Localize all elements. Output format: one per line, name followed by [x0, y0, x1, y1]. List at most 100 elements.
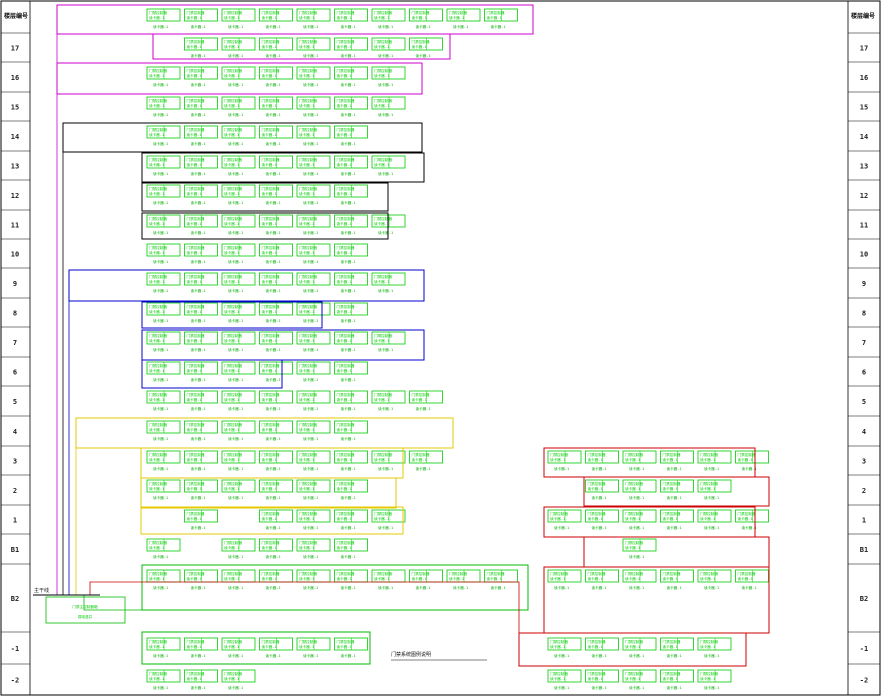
device-box — [371, 509, 406, 523]
device-sub-label: 读卡器-1 — [374, 103, 389, 108]
device-label: 门禁控制器 — [224, 363, 242, 368]
route-box-red — [543, 447, 756, 478]
device-tag: 读卡器-1 — [191, 436, 206, 441]
device-tag: 读卡器-1 — [266, 171, 281, 176]
device-label: 门禁控制器 — [299, 245, 317, 250]
device-tag: 读卡器-1 — [153, 24, 168, 29]
device-box — [334, 184, 368, 198]
device-label: 门禁控制器 — [299, 511, 317, 516]
device-label: 门禁控制器 — [149, 481, 167, 486]
device-box — [259, 420, 293, 434]
floor-label-right: 9 — [862, 280, 866, 288]
device-tag: 读卡器-1 — [341, 495, 356, 500]
floor-label-left: 11 — [11, 222, 19, 230]
device-box — [146, 272, 181, 286]
floor-label-right: 2 — [862, 487, 866, 495]
device-sub-label: 读卡器-1 — [337, 162, 352, 167]
device-label: 门禁控制器 — [700, 571, 718, 576]
device-box — [296, 66, 331, 80]
device-sub-label: 读卡器-1 — [187, 103, 202, 108]
device-box — [334, 8, 368, 22]
device-label: 门禁控制器 — [224, 571, 242, 576]
device-box — [585, 479, 619, 493]
device-box — [221, 361, 256, 375]
device-label: 门禁控制器 — [588, 511, 606, 516]
device-label: 门禁控制器 — [299, 481, 317, 486]
device-label: 门禁控制器 — [299, 157, 317, 162]
device-box — [146, 538, 181, 552]
device-label: 门禁控制器 — [374, 157, 392, 162]
device-tag: 读卡器-1 — [266, 554, 281, 559]
floor-label-left: 13 — [11, 163, 19, 171]
floor-label-right: 15 — [860, 104, 868, 112]
device-box — [371, 8, 406, 22]
device-box — [259, 637, 293, 651]
device-tag: 读卡器-1 — [266, 24, 281, 29]
device-sub-label: 读卡器-1 — [550, 457, 565, 462]
device-sub-label: 读卡器-1 — [187, 221, 202, 226]
device-label: 门禁控制器 — [187, 10, 205, 15]
device-sub-label: 读卡器-1 — [299, 73, 314, 78]
device-sub-label: 读卡器-1 — [262, 279, 277, 284]
device-tag: 读卡器-1 — [341, 406, 356, 411]
device-label: 门禁控制器 — [412, 571, 430, 576]
device-box — [146, 331, 181, 345]
device-box — [184, 390, 218, 404]
device-box — [409, 450, 443, 464]
route-box-blue — [141, 359, 283, 389]
device-tag: 读卡器-1 — [341, 554, 356, 559]
device-label: 门禁控制器 — [149, 98, 167, 103]
device-sub-label: 读卡器-1 — [299, 309, 314, 314]
device-sub-label: 读卡器-1 — [738, 457, 753, 462]
device-label: 门禁控制器 — [374, 392, 392, 397]
device-tag: 读卡器-1 — [378, 171, 393, 176]
device-box — [296, 637, 331, 651]
device-tag: 读卡器-1 — [191, 171, 206, 176]
device-box — [697, 669, 732, 683]
device-sub-label: 读卡器-1 — [337, 576, 352, 581]
device-label: 门禁控制器 — [187, 216, 205, 221]
device-box — [484, 8, 518, 22]
floor-label-right: 1 — [862, 517, 866, 525]
device-tag: 读卡器-1 — [153, 685, 168, 690]
device-label: 门禁控制器 — [262, 186, 280, 191]
device-label: 门禁控制器 — [588, 639, 606, 644]
device-sub-label: 读卡器-1 — [588, 486, 603, 491]
device-sub-label: 读卡器-1 — [187, 368, 202, 373]
device-sub-label: 读卡器-1 — [625, 676, 640, 681]
device-label: 门禁控制器 — [625, 481, 643, 486]
device-sub-label: 读卡器-1 — [449, 576, 464, 581]
device-label: 门禁控制器 — [187, 186, 205, 191]
device-tag: 读卡器-1 — [554, 585, 569, 590]
device-sub-label: 读卡器-1 — [224, 309, 239, 314]
device-label: 门禁控制器 — [187, 274, 205, 279]
floor-label-left: -1 — [11, 645, 19, 653]
device-box — [221, 8, 256, 22]
main-controller-sub-label: 弱电竖井 — [78, 614, 93, 619]
device-box — [146, 184, 181, 198]
device-tag: 读卡器-1 — [191, 525, 206, 530]
device-label: 门禁控制器 — [663, 452, 681, 457]
device-sub-label: 读卡器-1 — [187, 516, 202, 521]
